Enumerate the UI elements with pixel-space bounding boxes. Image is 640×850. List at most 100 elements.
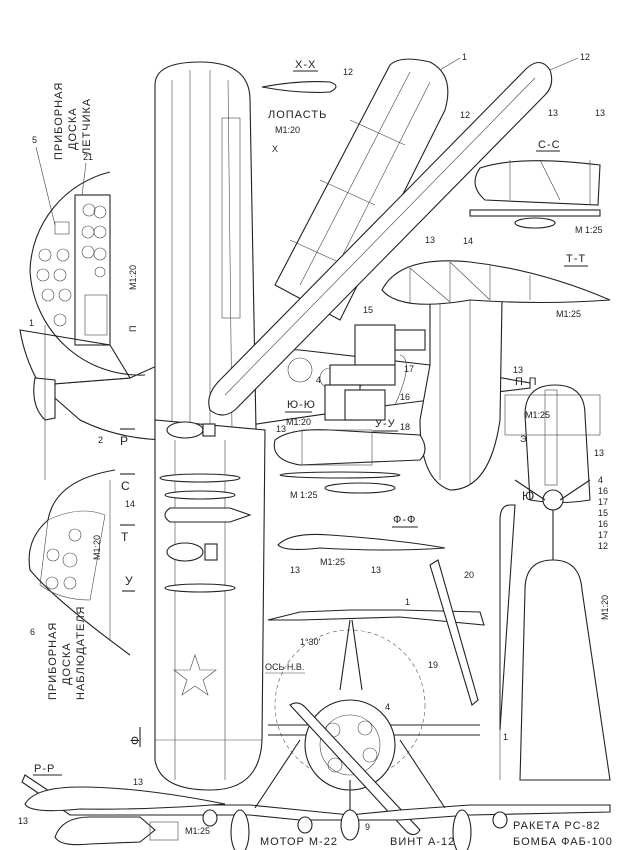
yu-callout-4: 4: [316, 375, 321, 385]
pilot-panel-scale: М1:20: [128, 265, 138, 290]
hub-callout-17: 17: [598, 497, 608, 507]
front-callout-9: 9: [365, 822, 370, 832]
r-r-callout-13a: 13: [133, 777, 143, 787]
front-rotor-blades: [267, 609, 485, 626]
front-wing: [21, 774, 611, 821]
rotor-pylon: [499, 504, 516, 731]
bomb-label: БОМБА ФАБ-100: [513, 836, 613, 848]
front-callout-19: 19: [428, 660, 438, 670]
c-c-callout-13a: 13: [548, 108, 558, 118]
right-callout-1: 1: [503, 732, 508, 742]
mark-f: Ф: [128, 734, 142, 745]
leader-line: [35, 146, 56, 226]
front-angle-label: 1°30': [300, 637, 321, 647]
section-r-r-title: Р-Р: [34, 763, 55, 775]
f-f-callout-13b: 13: [371, 565, 381, 575]
yu-yu-hub-parts: [324, 324, 426, 421]
motor-label: МОТОР М-22: [260, 836, 338, 848]
section-yu-yu: 15 4 17 16 18 Ю-Ю М1:20: [285, 305, 426, 432]
callout-6: 6: [30, 627, 35, 637]
pilot-panel-outline: [29, 171, 146, 376]
blade-label: ЛОПАСТЬ: [268, 109, 327, 121]
front-callout-4: 4: [385, 702, 390, 712]
u-u-profile: [273, 429, 426, 466]
c-c-bomb: [514, 217, 556, 229]
legend-labels: МОТОР М-22 ВИНТ А-12 РАКЕТА РС-82 БОМБА …: [260, 820, 613, 848]
propeller-label: ВИНТ А-12: [390, 836, 455, 848]
yu-callout-17: 17: [404, 364, 414, 374]
blade-scale: М1:20: [275, 125, 300, 135]
leader-line: [439, 57, 461, 71]
right-callout-20: 20: [464, 570, 474, 580]
t-t-scale: М1:25: [556, 309, 581, 319]
spinner: [33, 377, 56, 421]
callout-blade-12a: 12: [460, 110, 470, 120]
mark-t: Т: [121, 530, 130, 544]
section-x-x-callout: 12: [343, 67, 353, 77]
leader-line: [549, 57, 579, 71]
section-t-t-title: Т-Т: [566, 253, 586, 265]
pilot-panel-title-3: ЛЕТЧИКА: [81, 98, 93, 155]
observer-panel-title-2: ДОСКА: [61, 642, 73, 685]
f-f-callout-13a: 13: [290, 565, 300, 575]
tail-surface: [19, 329, 131, 386]
r-r-scale: М1:25: [185, 826, 210, 836]
propeller: [289, 702, 421, 836]
observer-panel-title-3: НАБЛЮДАТЕЛЯ: [75, 606, 87, 701]
section-c-c: С-С 13 13 14 М 1:25: [463, 108, 605, 246]
c-c-rail: [469, 209, 601, 217]
front-callout-1: 1: [405, 597, 410, 607]
r-r-callout-13b: 13: [18, 816, 28, 826]
mark-c: С: [121, 479, 131, 493]
yu-callout-16: 16: [400, 392, 410, 402]
engine-cowl: [304, 699, 396, 791]
rotor-blades-diagonal: 1 12 12: [208, 52, 590, 416]
c-c-scale: М 1:25: [575, 225, 603, 235]
bombs-and-rockets: [202, 809, 508, 850]
propeller-disc: [274, 629, 426, 781]
fuselage-callout-1: 1: [29, 318, 34, 328]
pilot-panel-section-mark: П: [128, 326, 138, 332]
observer-panel-title-1: ПРИБОРНАЯ: [47, 622, 59, 700]
right-view-scale: М1:20: [600, 595, 610, 620]
section-u-u-title: У-У: [375, 418, 396, 430]
section-x-x-title: Х-Х: [295, 59, 316, 71]
right-callout-12: 12: [598, 541, 608, 551]
u-u-scale: М 1:25: [290, 490, 318, 500]
fuselage-callout-2: 2: [98, 435, 103, 445]
hub-callout-16b: 16: [598, 519, 608, 529]
x-x-profile: [261, 81, 337, 93]
hub-callout-15: 15: [598, 508, 608, 518]
leader-line: [81, 162, 87, 196]
r-r-bomb: [54, 816, 156, 846]
front-view: 1°30' ОСЬ Н.В. 1 19 4 9: [21, 559, 611, 850]
observer-panel-gauges: [45, 528, 82, 590]
section-x-x: Х-Х 12 ЛОПАСТЬ М1:20 Х: [261, 59, 353, 154]
hub-callout-4: 4: [598, 475, 603, 485]
hub-callout-16: 16: [598, 486, 608, 496]
engine-cylinders: [319, 714, 381, 776]
c-c-profile: [474, 160, 601, 206]
t-t-profile: [381, 260, 611, 305]
observer-panel-board: [39, 510, 106, 601]
yu-yu-scale: М1:20: [286, 417, 311, 427]
rotor-hub-and-right-view: П-П М1:25 13 13 Э 4 16 17 15 16 17 12 20…: [464, 365, 611, 781]
observer-panel-scale: М1:20: [92, 535, 102, 560]
yu-yu-title: Ю-Ю: [287, 399, 316, 411]
pilot-panel-title-2: ДОСКА: [67, 107, 79, 150]
fuselage-callout-14: 14: [125, 499, 135, 509]
f-f-profile: [277, 533, 446, 551]
pilot-panel-right-board: [74, 194, 111, 346]
rotor-blade-2-spar: [224, 77, 536, 396]
mark-r: Р: [120, 434, 130, 448]
section-u-u: У-У 13 М 1:25: [273, 418, 426, 500]
p-p-fairing: [524, 384, 591, 504]
blade-section-mark: Х: [272, 144, 278, 154]
rotor-blade-1: [274, 58, 449, 321]
plan-view: [154, 61, 266, 791]
rotor-mast: [339, 619, 363, 691]
right-view-body: [519, 559, 611, 781]
section-marks: Р С Т У Ф: [120, 428, 142, 747]
section-p-p-title: П-П: [515, 376, 537, 388]
